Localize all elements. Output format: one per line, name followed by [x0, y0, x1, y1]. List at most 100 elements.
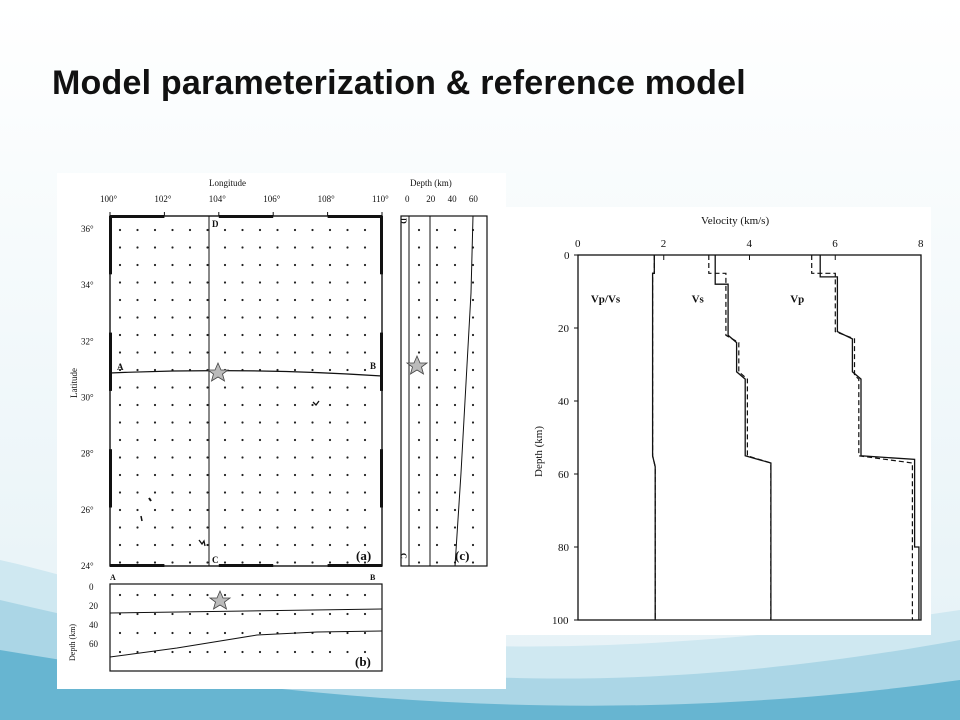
profile-label-b: B: [370, 361, 376, 371]
grid-node: [241, 456, 244, 459]
grid-node: [363, 298, 367, 302]
grid-node: [293, 263, 297, 267]
grid-node: [276, 333, 279, 337]
depth-tick-label: 0: [564, 250, 570, 262]
grid-node: [435, 438, 439, 442]
grid-node: [276, 543, 279, 547]
grid-node: [241, 593, 244, 597]
grid-node: [471, 316, 475, 319]
longitude-tick-label: 104°: [209, 194, 227, 204]
series-vs-dashed: [708, 255, 772, 620]
grid-node: [293, 298, 297, 302]
grid-node: [258, 403, 262, 407]
grid-node: [258, 491, 262, 494]
grid-node: [153, 421, 157, 424]
depth-panel-c-label: Depth (km): [410, 178, 452, 188]
grid-node: [363, 421, 367, 424]
grid-node: [471, 351, 475, 354]
grid-node: [153, 298, 157, 302]
grid-node: [136, 246, 139, 249]
grid-node: [293, 473, 297, 477]
depth-tick-label: 40: [448, 194, 458, 204]
grid-node: [417, 263, 421, 267]
grid-node: [171, 421, 174, 424]
grid-node: [363, 650, 367, 654]
map-feature: [198, 539, 206, 547]
profile-label-a: A: [110, 573, 116, 582]
grid-node: [363, 316, 367, 319]
grid-node: [417, 438, 421, 442]
grid-node: [346, 403, 349, 407]
grid-node: [206, 543, 209, 547]
grid-node: [276, 561, 279, 564]
grid-node: [293, 316, 297, 319]
grid-node: [258, 543, 262, 547]
grid-node: [328, 612, 332, 616]
grid-node: [118, 631, 122, 635]
series-annotation: Vp: [790, 293, 804, 305]
grid-node: [171, 650, 174, 654]
grid-node: [293, 368, 297, 372]
grid-node: [346, 456, 349, 459]
grid-node: [328, 368, 332, 372]
grid-node: [206, 298, 209, 302]
grid-node: [417, 421, 421, 424]
grid-node: [171, 263, 174, 267]
grid-node: [241, 561, 244, 564]
map-border-segment: [218, 564, 274, 567]
grid-node: [328, 316, 332, 319]
latitude-tick-label: 26°: [81, 505, 94, 515]
grid-node: [346, 316, 349, 319]
grid-node: [435, 246, 439, 249]
grid-node: [206, 333, 209, 337]
grid-node: [188, 456, 192, 459]
grid-node: [453, 246, 457, 249]
grid-node: [293, 351, 297, 354]
grid-node: [206, 593, 209, 597]
grid-node: [258, 246, 262, 249]
depth-tick-label: 0: [89, 582, 94, 592]
grid-node: [293, 456, 297, 459]
grid-node: [171, 281, 174, 284]
grid-node: [188, 593, 192, 597]
grid-node: [171, 593, 174, 597]
grid-node: [363, 438, 367, 442]
grid-node: [471, 281, 475, 284]
grid-node: [435, 456, 439, 459]
grid-node: [223, 473, 227, 477]
depth-tick-label: 40: [558, 396, 570, 408]
map-border-segment: [109, 216, 112, 275]
grid-node: [417, 298, 421, 302]
grid-node: [293, 228, 297, 232]
map-border-segment: [380, 449, 383, 508]
grid-node: [241, 386, 244, 389]
grid-node: [171, 508, 174, 512]
grid-node: [241, 650, 244, 654]
grid-node: [311, 491, 314, 494]
grid-node: [363, 368, 367, 372]
grid-node: [241, 281, 244, 284]
grid-node: [223, 386, 227, 389]
grid-node: [118, 263, 122, 267]
grid-node: [363, 473, 367, 477]
grid-node: [311, 593, 314, 597]
grid-node: [453, 508, 457, 512]
grid-node: [188, 421, 192, 424]
grid-node: [311, 612, 314, 616]
grid-node: [188, 473, 192, 477]
grid-node: [136, 333, 139, 337]
grid-node: [206, 403, 209, 407]
grid-node: [435, 421, 439, 424]
grid-node: [417, 561, 421, 564]
grid-node: [417, 403, 421, 407]
star-icon: [405, 354, 429, 375]
depth-tick-label: 20: [426, 194, 436, 204]
map-border-segment: [218, 215, 274, 218]
grid-node: [311, 543, 314, 547]
grid-node: [206, 631, 209, 635]
grid-node: [328, 386, 332, 389]
grid-node: [206, 508, 209, 512]
grid-node: [435, 386, 439, 389]
grid-node: [453, 386, 457, 389]
